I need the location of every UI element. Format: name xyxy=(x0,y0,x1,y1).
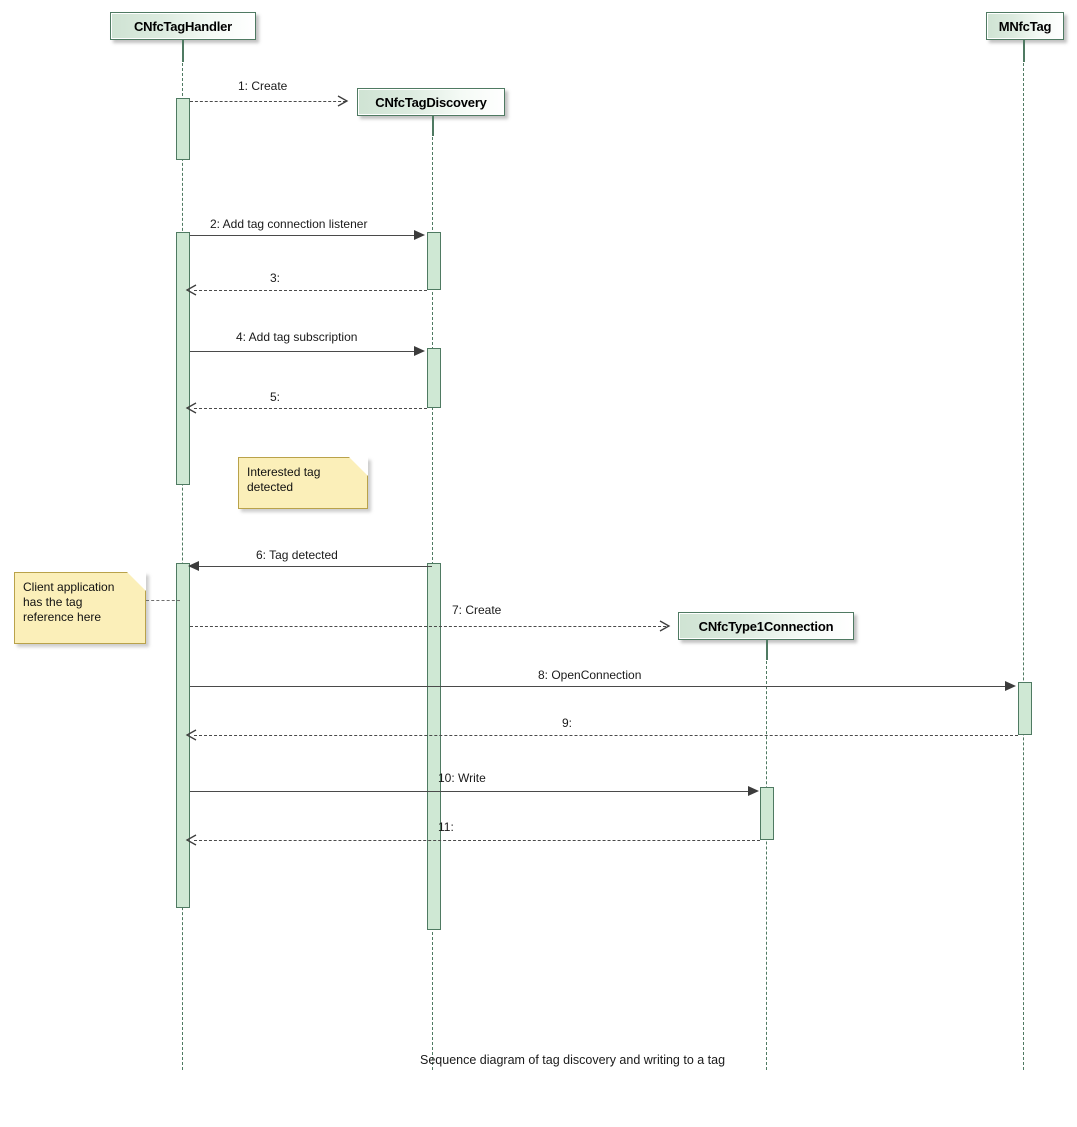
lifeline-stub-cnfctype1connection xyxy=(766,640,768,660)
message-5-line xyxy=(194,408,427,409)
lifeline-label-cnfctagdiscovery: CNfcTagDiscovery xyxy=(358,89,504,115)
message-6-label: 6: Tag detected xyxy=(256,548,338,562)
lifeline-label-cnfctype1connection: CNfcType1Connection xyxy=(679,613,853,639)
activation-bar-discovery-listener xyxy=(427,232,441,290)
activation-bar-discovery-main xyxy=(427,563,441,930)
lifeline-cnfctype1connection xyxy=(766,656,767,1070)
message-9-arrowhead xyxy=(184,728,198,747)
message-6-arrowhead xyxy=(188,561,199,571)
message-8-arrowhead xyxy=(1005,681,1016,691)
message-5-arrowhead xyxy=(184,401,198,420)
lifeline-stub-cnfctaghandler xyxy=(182,40,184,62)
message-4-label: 4: Add tag subscription xyxy=(236,330,358,344)
activation-bar-handler-main xyxy=(176,563,190,908)
lifeline-label-cnfctaghandler: CNfcTagHandler xyxy=(111,13,255,39)
lifeline-mnfctag xyxy=(1023,58,1024,1070)
note-client-application-anchor xyxy=(146,600,180,601)
note-fold-icon xyxy=(349,457,368,476)
message-2-arrowhead xyxy=(414,230,425,240)
message-7-label: 7: Create xyxy=(452,603,502,617)
message-3-arrowhead xyxy=(184,283,198,302)
activation-bar-type1connection-write xyxy=(760,787,774,840)
message-3-label: 3: xyxy=(270,271,281,285)
activation-bar-handler-setup xyxy=(176,232,190,485)
message-4-arrowhead xyxy=(414,346,425,356)
message-8-label: 8: OpenConnection xyxy=(538,668,642,682)
diagram-caption: Sequence diagram of tag discovery and wr… xyxy=(420,1053,726,1067)
lifeline-label-mnfctag: MNfcTag xyxy=(987,13,1063,39)
message-2-label: 2: Add tag connection listener xyxy=(210,217,368,231)
message-11-arrowhead xyxy=(184,833,198,852)
message-1-line xyxy=(190,101,346,102)
lifeline-stub-mnfctag xyxy=(1023,40,1025,62)
message-11-line xyxy=(194,840,760,841)
note-interested-tag-detected: Interested tag detected xyxy=(238,457,368,509)
message-9-label: 9: xyxy=(562,716,573,730)
message-7-arrowhead xyxy=(658,619,672,638)
lifeline-header-mnfctag[interactable]: MNfcTag xyxy=(986,12,1064,40)
message-10-arrowhead xyxy=(748,786,759,796)
message-10-line xyxy=(190,791,750,792)
lifeline-header-cnfctype1connection[interactable]: CNfcType1Connection xyxy=(678,612,854,640)
message-6-line xyxy=(196,566,432,567)
message-1-arrowhead xyxy=(336,94,350,113)
message-9-line xyxy=(194,735,1018,736)
activation-bar-mnfctag-openconnection xyxy=(1018,682,1032,735)
lifeline-header-cnfctagdiscovery[interactable]: CNfcTagDiscovery xyxy=(357,88,505,116)
message-2-line xyxy=(190,235,416,236)
activation-bar-discovery-subscription xyxy=(427,348,441,408)
activation-bar-handler-create xyxy=(176,98,190,160)
message-7-line xyxy=(190,626,666,627)
message-3-line xyxy=(194,290,427,291)
message-11-label: 11: xyxy=(438,820,454,834)
message-10-label: 10: Write xyxy=(438,771,486,785)
lifeline-stub-cnfctagdiscovery xyxy=(432,116,434,136)
message-1-label: 1: Create xyxy=(238,79,288,93)
lifeline-header-cnfctaghandler[interactable]: CNfcTagHandler xyxy=(110,12,256,40)
note-client-application-text: Client application has the tag reference… xyxy=(23,580,115,624)
note-interested-tag-text: Interested tag detected xyxy=(247,465,321,494)
note-fold-icon-2 xyxy=(127,572,146,591)
message-8-line xyxy=(190,686,1007,687)
note-client-application: Client application has the tag reference… xyxy=(14,572,146,644)
message-4-line xyxy=(190,351,416,352)
message-5-label: 5: xyxy=(270,390,281,404)
